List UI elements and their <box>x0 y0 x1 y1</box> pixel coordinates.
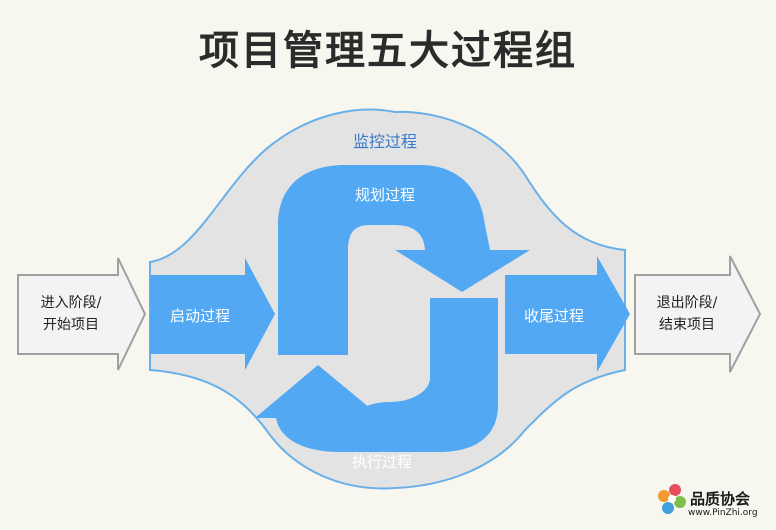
page-title: 项目管理五大过程组 <box>199 28 577 74</box>
executing-label: 执行过程 <box>352 453 413 471</box>
logo-url: www.PinZhi.org <box>688 508 758 518</box>
exit-arrow <box>634 255 762 373</box>
exit-label: 退出阶段/ 结束项目 <box>642 292 732 336</box>
monitoring-label: 监控过程 <box>353 132 418 151</box>
executing-arrow <box>255 298 498 452</box>
planning-label: 规划过程 <box>355 186 416 204</box>
enter-label-line-1: 进入阶段/ <box>40 295 102 311</box>
logo-flower-icon <box>658 484 686 514</box>
logo-name: 品质协会 <box>690 490 751 508</box>
closing-arrow <box>505 256 630 372</box>
exit-label-line-2: 结束项目 <box>659 317 715 333</box>
initiating-label: 启动过程 <box>170 307 231 325</box>
exit-label-line-1: 退出阶段/ <box>656 295 718 311</box>
enter-label-line-2: 开始项目 <box>43 317 99 333</box>
closing-label: 收尾过程 <box>524 307 585 325</box>
planning-arrow <box>278 165 530 355</box>
initiating-arrow <box>150 258 275 370</box>
enter-label: 进入阶段/ 开始项目 <box>26 292 116 336</box>
enter-arrow <box>17 257 147 371</box>
